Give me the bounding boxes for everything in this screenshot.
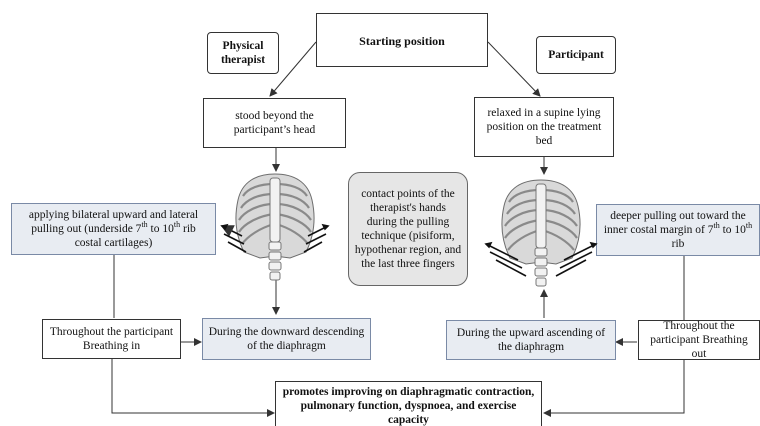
participant-relaxed-text: relaxed in a supine lying position on th… <box>486 107 602 147</box>
breathing-out-text: Throughout the participant Breathing out <box>650 320 748 360</box>
outcome-text: promotes improving on diaphragmatic cont… <box>282 386 535 426</box>
downward-box: During the downward descending of the di… <box>202 318 371 360</box>
applying-pulling-box: applying bilateral upward and lateral pu… <box>11 203 216 255</box>
deeper-pulling-text: deeper pulling out toward the inner cost… <box>603 210 753 250</box>
starting-position-box: Starting position <box>316 13 488 67</box>
deeper-pulling-box: deeper pulling out toward the inner cost… <box>596 204 760 256</box>
applying-pulling-text: applying bilateral upward and lateral pu… <box>28 209 199 249</box>
upward-text: During the upward ascending of the diaph… <box>456 327 606 353</box>
breathing-in-text: Throughout the participant Breathing in <box>49 326 174 352</box>
upward-box: During the upward ascending of the diaph… <box>446 320 616 360</box>
therapist-stood-text: stood beyond the participant’s head <box>233 110 316 136</box>
participant-relaxed-box: relaxed in a supine lying position on th… <box>474 97 614 157</box>
outcome-box: promotes improving on diaphragmatic cont… <box>275 381 542 426</box>
contact-points-text: contact points of the therapist's hands … <box>354 188 462 270</box>
physical-therapist-label: Physical therapist <box>220 40 266 66</box>
breathing-out-box: Throughout the participant Breathing out <box>638 320 760 360</box>
contact-points-box: contact points of the therapist's hands … <box>348 172 468 286</box>
participant-box: Participant <box>536 36 616 74</box>
participant-label: Participant <box>548 49 604 61</box>
therapist-stood-box: stood beyond the participant’s head <box>203 98 346 148</box>
downward-text: During the downward descending of the di… <box>208 326 365 352</box>
starting-position-label: Starting position <box>359 34 445 48</box>
left-ribcage-image <box>220 173 330 281</box>
right-ribcage-image <box>484 179 598 287</box>
breathing-in-box: Throughout the participant Breathing in <box>42 319 181 359</box>
physical-therapist-box: Physical therapist <box>207 32 279 74</box>
